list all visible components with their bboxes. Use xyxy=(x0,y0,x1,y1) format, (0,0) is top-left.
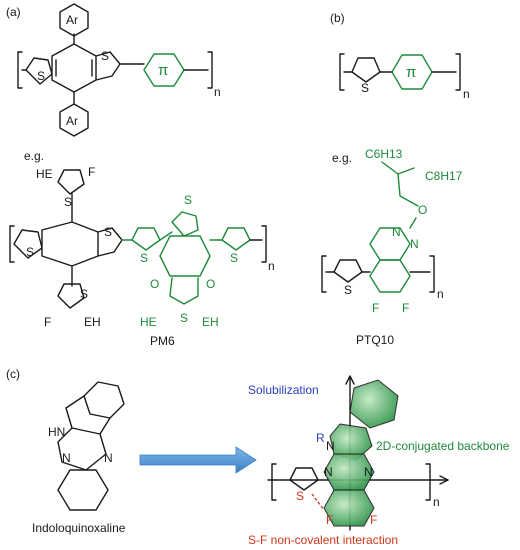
repeat-n-designed: n xyxy=(433,495,440,509)
eg-label-pm6: e.g. xyxy=(24,149,44,163)
annotation-backbone: 2D-conjugated backbone xyxy=(376,439,510,453)
atom-ar-top: Ar xyxy=(66,13,78,27)
repeat-n-a: n xyxy=(214,85,221,99)
name-pm6: PM6 xyxy=(150,334,175,348)
panel-b-general-structure: (b) n S π xyxy=(330,11,470,101)
pm6-thiophene-2 xyxy=(221,227,251,251)
atom-s-pm6-bdt-right: S xyxy=(104,225,112,239)
atom-s-designed: S xyxy=(296,489,304,503)
panel-a-general-structure: (a) n S S Ar Ar π xyxy=(6,3,221,137)
atom-s-b: S xyxy=(361,81,369,95)
atom-eh-pm6-core: EH xyxy=(202,315,219,329)
atom-s-ptq10: S xyxy=(344,283,352,297)
pm6-bdd-core xyxy=(159,235,211,277)
bracket-left xyxy=(17,51,23,89)
repeat-n-b: n xyxy=(463,87,470,101)
name-ptq10: PTQ10 xyxy=(356,333,394,347)
atom-ar-bottom: Ar xyxy=(66,114,78,128)
atom-s-pm6-top: S xyxy=(64,195,72,209)
pm6-top-side-thiophene xyxy=(57,169,85,195)
designed-benzo-top xyxy=(349,379,399,429)
designed-bracket-left xyxy=(271,463,277,501)
transformation-arrow xyxy=(139,446,257,474)
atom-o-pm6-right: O xyxy=(206,277,215,291)
atom-n-designed-left: N xyxy=(324,465,333,479)
atom-r-designed: R xyxy=(316,431,325,445)
annotation-solubilization: Solubilization xyxy=(248,383,319,397)
pm6-thiophene-1 xyxy=(131,227,161,251)
ptq10-bracket-left xyxy=(321,255,327,293)
chain-c6h13: C6H13 xyxy=(365,147,403,161)
atom-s-bdt-left: S xyxy=(37,69,45,83)
atom-f-designed-right: F xyxy=(370,513,377,527)
iqx-benzo-bottom xyxy=(57,469,109,511)
ptq10-bracket-right xyxy=(429,255,435,293)
pm6-bracket-right xyxy=(261,225,267,263)
atom-f-pm6-top: F xyxy=(88,165,95,179)
atom-f-designed-left: F xyxy=(326,513,333,527)
eg-label-ptq10: e.g. xyxy=(332,151,352,165)
ptq10-thiophene xyxy=(333,259,363,283)
repeat-n-pm6: n xyxy=(268,259,275,273)
atom-n-iqx-left: N xyxy=(62,451,71,465)
bracket-left-b xyxy=(339,53,345,91)
bracket-right xyxy=(207,51,213,89)
atom-f-ptq10-right: F xyxy=(402,301,409,315)
panel-c: (c) HN N N Indoloquinoxaline n S xyxy=(6,367,510,547)
atom-he-pm6-top: HE xyxy=(36,167,53,181)
atom-he-pm6-core: HE xyxy=(140,315,157,329)
sf-interaction-line xyxy=(311,493,325,511)
atom-o-ptq10: O xyxy=(418,203,427,217)
atom-s-pm6-core: S xyxy=(184,193,192,207)
atom-o-pm6-left: O xyxy=(150,277,159,291)
atom-pi-b: π xyxy=(406,64,416,81)
designed-thiophene xyxy=(289,467,319,491)
atom-s-pm6-bottom: S xyxy=(80,287,88,301)
atom-s-pm6-t1: S xyxy=(140,251,148,265)
atom-n-designed-pyrrole: N xyxy=(326,439,335,453)
atom-s-pm6-bottom-core: S xyxy=(180,311,188,325)
indoloquinoxaline-structure: HN N N Indoloquinoxaline xyxy=(32,381,126,535)
designed-bracket-right xyxy=(425,463,431,501)
atom-s-pm6-t2: S xyxy=(230,251,238,265)
pm6-structure: e.g. S HE F n S S S F EH S S O O S xyxy=(9,149,275,348)
ptq10-pyrazine xyxy=(369,227,411,261)
atom-eh-pm6-bottom: EH xyxy=(84,315,101,329)
bdt-benzene xyxy=(51,43,97,93)
chain-c8h17: C8H17 xyxy=(425,169,463,183)
atom-n-ptq10-right: N xyxy=(410,237,419,251)
thiophene-b xyxy=(351,57,381,83)
pm6-bottom-side-thiophene xyxy=(57,283,85,309)
panel-label-c: (c) xyxy=(6,367,20,381)
pm6-bdt-benzene xyxy=(41,221,99,267)
atom-pi-a: π xyxy=(158,62,168,79)
ptq10-structure: e.g. C6H13 C8H17 O N N F F n S PTQ10 xyxy=(321,147,463,347)
ptq10-side-chain xyxy=(381,161,419,207)
aryl-bottom-hexagon xyxy=(59,103,89,137)
bracket-right-b xyxy=(455,53,461,91)
atom-s-pm6-bdt-left: S xyxy=(26,245,34,259)
iqx-benzo-top xyxy=(83,381,125,419)
repeat-n-ptq10: n xyxy=(437,287,444,301)
atom-hn-iqx: HN xyxy=(48,425,65,439)
bdt-left-thiophene xyxy=(25,57,53,85)
annotation-sf-interaction: S-F non-covalent interaction xyxy=(248,533,398,547)
designed-benzo-bottom xyxy=(323,489,375,527)
atom-s-bdt-right: S xyxy=(101,49,109,63)
atom-n-iqx-right: N xyxy=(104,451,113,465)
panel-label-a: (a) xyxy=(6,5,21,19)
name-indoloquinoxaline: Indoloquinoxaline xyxy=(32,521,126,535)
pm6-bracket-left xyxy=(9,225,15,263)
designed-polymer-structure: n S N N N R F F xyxy=(267,375,449,531)
ptq10-benzene xyxy=(369,259,411,293)
atom-n-designed-right: N xyxy=(364,465,373,479)
atom-f-pm6-bottom: F xyxy=(44,315,51,329)
atom-f-ptq10-left: F xyxy=(372,301,379,315)
aryl-top-hexagon xyxy=(59,3,89,37)
panel-label-b: (b) xyxy=(330,11,345,25)
atom-n-ptq10-top: N xyxy=(392,225,401,239)
